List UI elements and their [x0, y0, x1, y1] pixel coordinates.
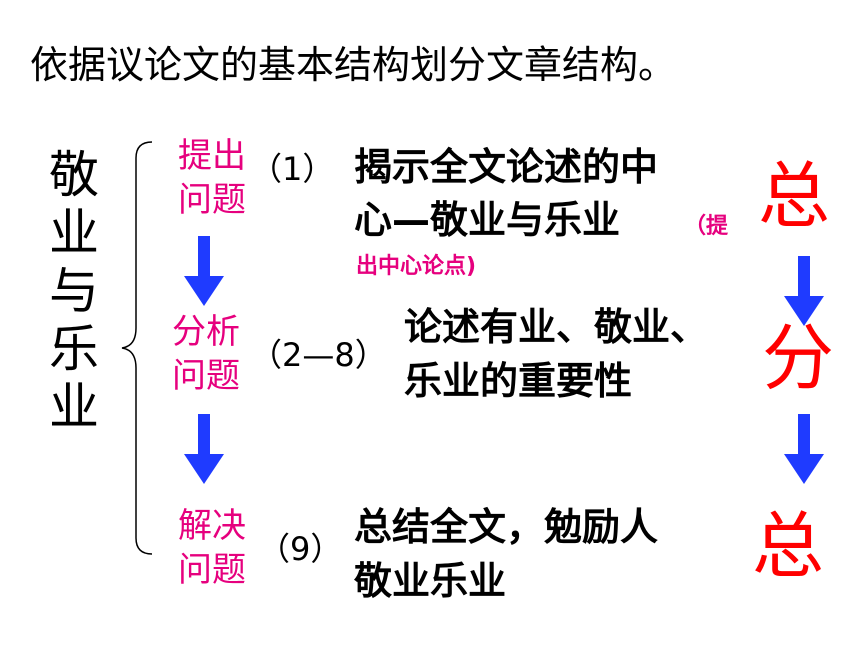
step-range-1: （1） [250, 150, 335, 188]
essay-title: 敬业与乐业 [49, 146, 99, 436]
step-label-1: 提出问题 [178, 136, 246, 220]
marker-1: 总 [758, 154, 831, 238]
marker-3: 总 [752, 504, 825, 588]
page-title: 依据议论文的基本结构划分文章结构。 [30, 43, 677, 87]
arrow-down-icon [184, 414, 224, 484]
step-desc-3-line1: 总结全文，勉励人 [354, 505, 659, 549]
arrow-down-icon [784, 256, 824, 326]
step-desc-1-line1: 揭示全文论述的中 [354, 145, 659, 189]
step-desc-2-line2: 乐业的重要性 [404, 359, 633, 403]
step-note-1-part1: （提 [684, 214, 729, 239]
step-range-2: （2—8） [250, 336, 387, 374]
marker-2: 分 [762, 316, 835, 400]
arrow-down-icon [184, 236, 224, 306]
step-label-2: 分析问题 [172, 312, 240, 396]
step-note-1-part2: 出中心论点) [356, 254, 477, 279]
step-desc-3-line2: 敬业乐业 [354, 559, 507, 603]
step-label-3: 解决问题 [178, 506, 246, 590]
step-desc-2-line1: 论述有业、敬业、 [404, 305, 709, 349]
step-range-3: （9） [258, 530, 343, 568]
left-brace [121, 141, 153, 555]
step-desc-1-line2: 心—敬业与乐业 [354, 198, 621, 242]
arrow-down-icon [784, 414, 824, 484]
